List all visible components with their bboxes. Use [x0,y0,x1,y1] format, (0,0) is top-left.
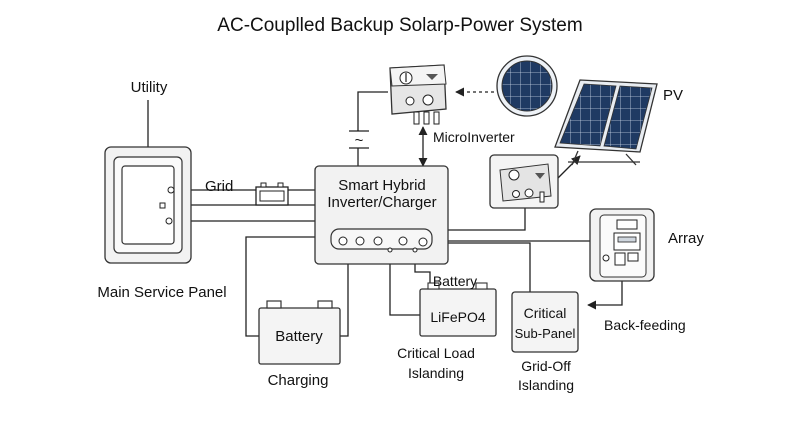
pv-label: PV [663,87,683,104]
ac-symbol: ~ [348,130,370,149]
grid-label: Grid [205,178,233,195]
subpanel-label-line1: Critical [524,305,567,321]
critical-load-label-line2: Islanding [408,365,464,381]
solar-panel-icon [554,79,658,166]
array-label: Array [668,230,704,247]
subpanel-label-line2: Sub-Panel [515,326,576,341]
lifepo4-label: LiFePO4 [430,309,485,325]
wiring [147,87,623,337]
solar-module-round-icon [496,55,558,117]
critical-sub-panel [511,291,579,353]
microinverter-label: MicroInverter [433,129,515,145]
battery-unit [258,300,341,365]
battery-label: Battery [275,328,323,345]
charge-controller-icon [489,154,559,209]
backfeeding-label: Back-feeding [604,317,686,333]
hybrid-inverter [314,165,449,265]
battery-small-label: Battery [433,273,477,289]
meter-icon [589,208,655,282]
utility-label: Utility [131,79,168,96]
microinverter-icon [389,64,447,125]
inverter-label-line1: Smart Hybrid [338,177,426,194]
lifepo4-battery [419,282,497,337]
ac-wave-label: ~ [355,132,364,149]
gridoff-label-line1: Grid-Off [521,358,571,374]
critical-load-label-line1: Critical Load [397,345,475,361]
main-service-panel [104,146,192,264]
inverter-label-line2: Inverter/Charger [327,194,436,211]
charging-label: Charging [268,372,329,389]
main-panel-label: Main Service Panel [97,284,226,301]
gridoff-label-line2: Islanding [518,377,574,393]
battery-icon [255,182,289,206]
diagram-title: AC-Couplled Backup Solarp-Power System [217,15,582,36]
